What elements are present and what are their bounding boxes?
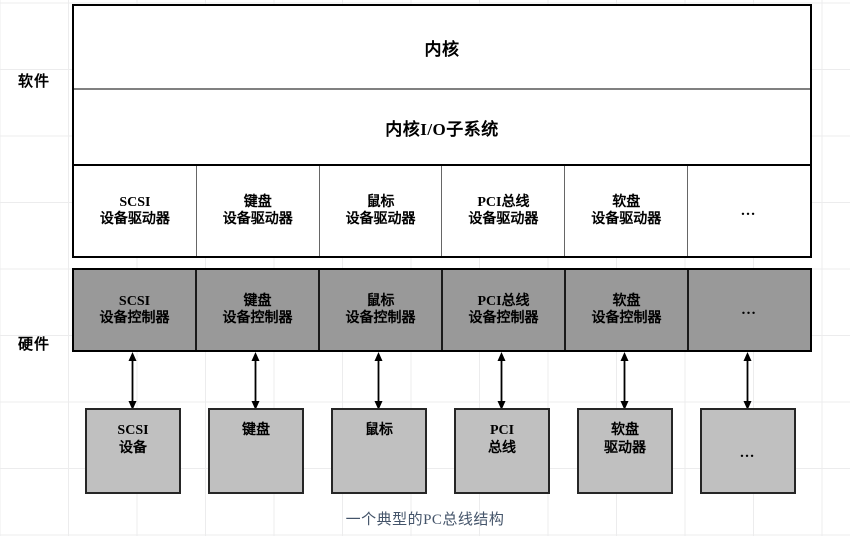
device-driver-row: SCSI 设备驱动器 键盘 设备驱动器 鼠标 设备驱动器 PCI总线 设备驱动器… [74,166,810,256]
device-box-pci-bus: PCI 总线 [454,408,550,494]
device-box-scsi: SCSI 设备 [85,408,181,494]
section-label-software: 软件 [18,74,51,90]
controller-ellipsis-icon: … [741,301,758,318]
driver-pci-bus-line2: 设备驱动器 [468,212,539,227]
connector-arrow-scsi [128,352,137,410]
controller-scsi-line2: 设备控制器 [99,311,170,326]
connector-arrow-pci-bus [497,352,506,410]
connector-arrow-ellipsis [743,352,752,410]
driver-cell-floppy: 软盘 设备驱动器 [565,166,689,256]
driver-cell-keyboard: 键盘 设备驱动器 [197,166,320,256]
kernel-label: 内核 [424,39,460,59]
driver-keyboard-line1: 键盘 [243,194,272,210]
controller-mouse-line2: 设备控制器 [345,311,416,326]
controller-mouse-line1: 鼠标 [366,293,395,309]
device-pci-bus-line1: PCI [489,423,515,438]
device-pci-bus-line2: 总线 [488,441,516,457]
controller-scsi-line1: SCSI [118,293,151,309]
controller-pci-bus-line2: 设备控制器 [468,311,539,326]
controller-floppy-line1: 软盘 [612,293,641,309]
driver-cell-ellipsis: … [688,166,810,256]
controller-cell-floppy: 软盘 设备控制器 [566,270,689,350]
device-box-keyboard: 键盘 [208,408,304,494]
device-keyboard-line1: 键盘 [242,423,270,438]
driver-cell-scsi: SCSI 设备驱动器 [74,166,197,256]
controller-keyboard-line2: 设备控制器 [222,311,293,326]
driver-pci-bus-line1: PCI总线 [477,194,530,210]
driver-cell-mouse: 鼠标 设备驱动器 [320,166,443,256]
driver-scsi-line1: SCSI [119,194,151,210]
device-controller-band: SCSI 设备控制器 键盘 设备控制器 鼠标 设备控制器 PCI总线 设备控制器… [72,268,812,352]
driver-floppy-line2: 设备驱动器 [591,212,662,227]
controller-cell-pci-bus: PCI总线 设备控制器 [443,270,566,350]
kernel-io-subsystem-row: 内核I/O子系统 [74,90,810,166]
driver-mouse-line1: 鼠标 [366,194,395,210]
device-scsi-line1: SCSI [117,423,149,438]
device-ellipsis-icon: … [739,445,757,461]
driver-scsi-line2: 设备驱动器 [99,212,170,227]
device-floppy-line1: 软盘 [611,423,639,438]
device-mouse-line1: 鼠标 [365,423,393,438]
driver-keyboard-line2: 设备驱动器 [222,212,293,227]
controller-keyboard-line1: 键盘 [243,293,272,309]
connector-arrow-floppy [620,352,629,410]
connector-arrow-keyboard [251,352,260,410]
controller-cell-keyboard: 键盘 设备控制器 [197,270,320,350]
kernel-row: 内核 [74,6,810,90]
section-label-hardware: 硬件 [18,337,51,353]
controller-cell-scsi: SCSI 设备控制器 [74,270,197,350]
device-box-mouse: 鼠标 [331,408,427,494]
device-box-ellipsis: … [700,408,796,494]
device-box-floppy: 软盘 驱动器 [577,408,673,494]
controller-floppy-line2: 设备控制器 [591,311,662,326]
software-block: 内核 内核I/O子系统 SCSI 设备驱动器 键盘 设备驱动器 鼠标 设备驱动器… [72,4,812,258]
diagram-caption: 一个典型的PC总线结构 [345,512,505,528]
driver-floppy-line1: 软盘 [612,194,641,210]
kernel-io-subsystem-label: 内核I/O子系统 [385,119,499,139]
device-floppy-line2: 驱动器 [604,441,646,457]
driver-mouse-line2: 设备驱动器 [345,212,416,227]
controller-cell-mouse: 鼠标 设备控制器 [320,270,443,350]
connector-arrow-mouse [374,352,383,410]
driver-cell-pci-bus: PCI总线 设备驱动器 [442,166,566,256]
driver-ellipsis-icon: … [740,202,758,219]
controller-cell-ellipsis: … [689,270,810,350]
device-scsi-line2: 设备 [119,441,147,457]
controller-pci-bus-line1: PCI总线 [477,293,530,309]
